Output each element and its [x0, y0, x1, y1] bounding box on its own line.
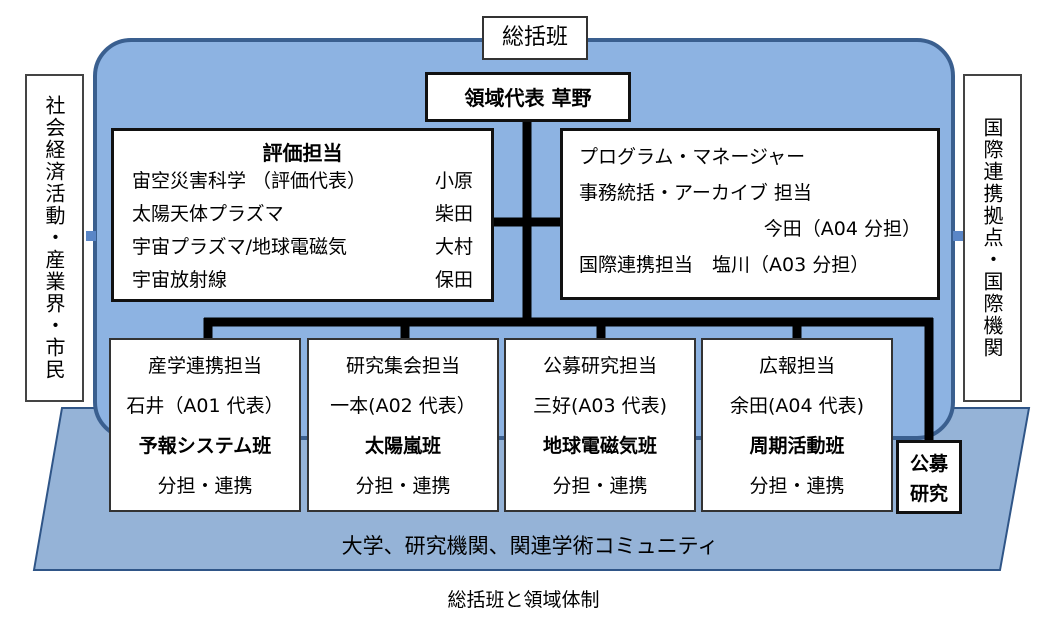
team-lead: 余田(A04 代表): [729, 395, 865, 417]
evaluation-person: 保田: [434, 269, 473, 291]
team-role: 研究集会担当: [345, 355, 460, 377]
team-box-cycle-activity: 広報担当 余田(A04 代表) 周期活動班 分担・連携: [701, 338, 893, 512]
team-note: 分担・連携: [552, 475, 648, 497]
right-side-international-box: 国際連携拠点・国際機関: [963, 74, 1022, 402]
team-note: 分担・連携: [749, 475, 845, 497]
evaluation-row: 宇宙放射線 保田: [132, 264, 473, 297]
evaluation-heading: 評価担当: [262, 141, 343, 165]
team-group: 予報システム班: [138, 435, 272, 457]
right-connector: [953, 231, 963, 241]
figure-caption: 総括班と領域体制: [447, 589, 600, 611]
team-lead: 石井（A01 代表）: [126, 395, 284, 417]
evaluation-field: 宙空災害科学 （評価代表）: [132, 170, 367, 192]
team-note: 分担・連携: [157, 475, 253, 497]
evaluation-person: 小原: [434, 170, 473, 192]
area-representative-box: 領域代表 草野: [425, 72, 631, 122]
open-research-box: 公募 研究: [896, 440, 962, 514]
team-group: 周期活動班: [749, 435, 845, 457]
international-role: 国際連携担当 塩川（A03 分担）: [579, 254, 870, 276]
org-tree-lines: [203, 120, 934, 442]
team-box-solar-storm: 研究集会担当 一本(A02 代表） 太陽嵐班 分担・連携: [307, 338, 499, 512]
team-group: 地球電磁気班: [542, 435, 657, 457]
program-manager-title: プログラム・マネージャー: [579, 146, 806, 168]
evaluation-row: 宇宙プラズマ/地球電磁気 大村: [132, 231, 473, 264]
team-note: 分担・連携: [355, 475, 451, 497]
archive-role: 事務統括・アーカイブ 担当: [579, 182, 812, 204]
team-role: 公募研究担当: [542, 355, 657, 377]
program-manager-box: プログラム・マネージャー 事務統括・アーカイブ 担当 今田（A04 分担） 国際…: [560, 128, 940, 300]
evaluation-row: 宙空災害科学 （評価代表） 小原: [132, 165, 473, 198]
left-side-society-box: 社会経済活動・産業界・市民: [25, 74, 84, 402]
archive-person: 今田（A04 分担）: [763, 218, 921, 240]
team-lead: 一本(A02 代表）: [330, 395, 476, 417]
evaluation-field: 宇宙プラズマ/地球電磁気: [132, 236, 348, 258]
left-connector: [86, 231, 96, 241]
evaluation-box: 評価担当 宙空災害科学 （評価代表） 小原 太陽天体プラズマ 柴田 宇宙プラズマ…: [111, 128, 494, 302]
team-box-forecast: 産学連携担当 石井（A01 代表） 予報システム班 分担・連携: [109, 338, 301, 512]
open-research-line2: 研究: [909, 483, 948, 505]
open-research-line1: 公募: [909, 453, 948, 475]
team-box-geomagnetism: 公募研究担当 三好(A03 代表) 地球電磁気班 分担・連携: [504, 338, 696, 512]
evaluation-person: 柴田: [434, 203, 473, 225]
team-role: 産学連携担当: [147, 355, 262, 377]
team-lead: 三好(A03 代表): [532, 395, 668, 417]
team-group: 太陽嵐班: [364, 435, 441, 457]
community-label: 大学、研究機関、関連学術コミュニティ: [341, 534, 719, 558]
team-role: 広報担当: [758, 355, 835, 377]
evaluation-field: 宇宙放射線: [132, 269, 228, 291]
evaluation-person: 大村: [434, 236, 473, 258]
evaluation-field: 太陽天体プラズマ: [132, 203, 284, 225]
general-group-label: 総括班: [482, 16, 588, 60]
evaluation-row: 太陽天体プラズマ 柴田: [132, 198, 473, 231]
